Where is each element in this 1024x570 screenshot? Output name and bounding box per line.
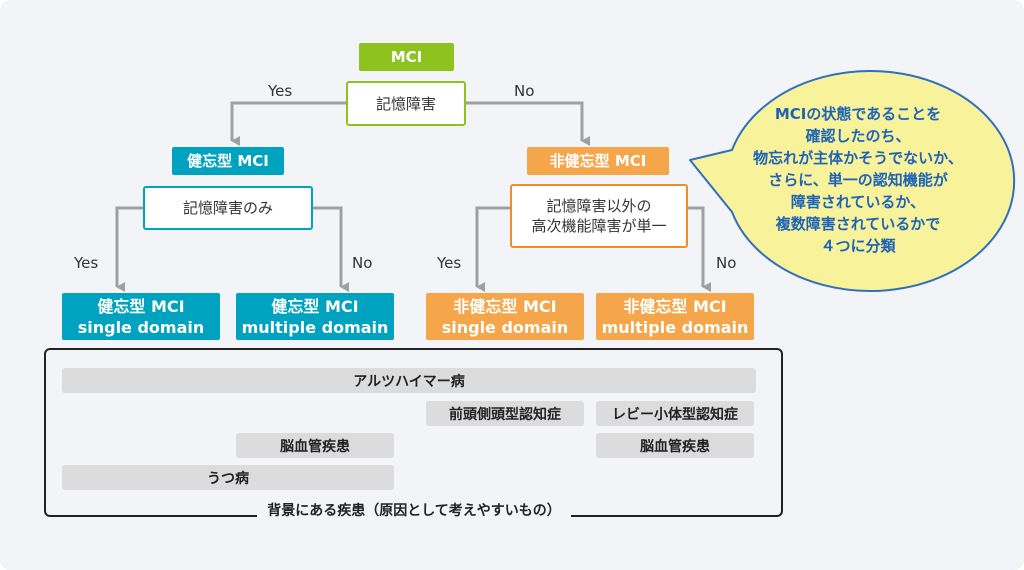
disease-bar-vascular-non-amnestic: 脳血管疾患 (596, 433, 754, 458)
amnestic-mci-box: 健忘型 MCI (172, 147, 284, 175)
leaf-amnestic-single-line1: 健忘型 MCI (97, 296, 185, 316)
leaf-amnestic-multiple-line2: multiple domain (241, 317, 389, 337)
memory-impairment-label: 記憶障害 (375, 94, 436, 113)
non-amnestic-yes-label: Yes (437, 254, 462, 272)
bubble-line-1: MCIの状態であることを (774, 105, 942, 123)
non-amnestic-mci-box: 非健忘型 MCI (527, 147, 669, 175)
disease-bar-ftd: 前頭側頭型認知症 (426, 401, 584, 426)
memory-only-question: 記憶障害のみ (143, 186, 313, 230)
bubble-line-4: さらに、単一の認知機能が (768, 171, 948, 189)
disease-bar-dlb: レビー小体型認知症 (596, 401, 754, 426)
connector-memory-no (466, 101, 590, 146)
speech-bubble-text: MCIの状態であることを 確認したのち、 物忘れが主体かそうでないか、 さらに、… (718, 80, 998, 280)
memory-only-label: 記憶障害のみ (182, 199, 273, 217)
amnestic-no-label: No (352, 254, 373, 272)
single-other-domain-line2: 高次機能障害が単一 (531, 217, 667, 235)
non-amnestic-mci-label: 非健忘型 MCI (549, 152, 647, 170)
leaf-amnestic-multiple: 健忘型 MCI multiple domain (236, 293, 394, 340)
non-amnestic-no-label: No (716, 254, 737, 272)
bubble-line-3: 物忘れが主体かそうでないか、 (753, 149, 963, 167)
amnestic-yes-label: Yes (74, 254, 99, 272)
speech-bubble (689, 70, 1016, 292)
amnestic-mci-label: 健忘型 MCI (187, 152, 269, 170)
connector-memory-yes (230, 101, 346, 146)
leaf-amnestic-single-line2: single domain (77, 317, 205, 337)
branch-no-label: No (514, 82, 535, 100)
connector-memory-only-no (313, 206, 349, 292)
mci-root-box: MCI (359, 43, 454, 71)
leaf-non-amnestic-multiple: 非健忘型 MCI multiple domain (596, 293, 754, 340)
mci-root-label: MCI (390, 48, 423, 66)
leaf-non-amnestic-single-line2: single domain (441, 317, 569, 337)
connector-single-no (688, 206, 711, 292)
leaf-non-amnestic-single: 非健忘型 MCI single domain (426, 293, 584, 340)
background-diseases-caption-text: 背景にある疾患（原因として考えやすいもの） (257, 503, 571, 519)
bubble-line-5: 障害されているか、 (790, 193, 926, 211)
disease-bar-depression: うつ病 (62, 465, 394, 490)
bubble-line-2: 確認したのち、 (805, 127, 911, 145)
leaf-amnestic-single: 健忘型 MCI single domain (62, 293, 220, 340)
disease-bar-vascular-amnestic: 脳血管疾患 (236, 433, 394, 458)
branch-yes-label: Yes (268, 82, 293, 100)
leaf-non-amnestic-multiple-line1: 非健忘型 MCI (623, 296, 727, 316)
memory-impairment-question: 記憶障害 (346, 81, 466, 126)
connector-single-yes (475, 206, 510, 292)
single-other-domain-question: 記憶障害以外の 高次機能障害が単一 (510, 184, 688, 248)
leaf-non-amnestic-single-line1: 非健忘型 MCI (453, 296, 557, 316)
leaf-non-amnestic-multiple-line2: multiple domain (601, 317, 749, 337)
leaf-amnestic-multiple-line1: 健忘型 MCI (271, 296, 359, 316)
connector-memory-only-yes (115, 206, 143, 292)
bubble-line-6: 複数障害されているかで (775, 215, 941, 233)
single-other-domain-line1: 記憶障害以外の (546, 197, 652, 215)
bubble-line-7: ４つに分類 (820, 237, 896, 255)
background-diseases-caption: 背景にある疾患（原因として考えやすいもの） (0, 500, 828, 520)
disease-bar-alzheimer: アルツハイマー病 (62, 368, 756, 393)
